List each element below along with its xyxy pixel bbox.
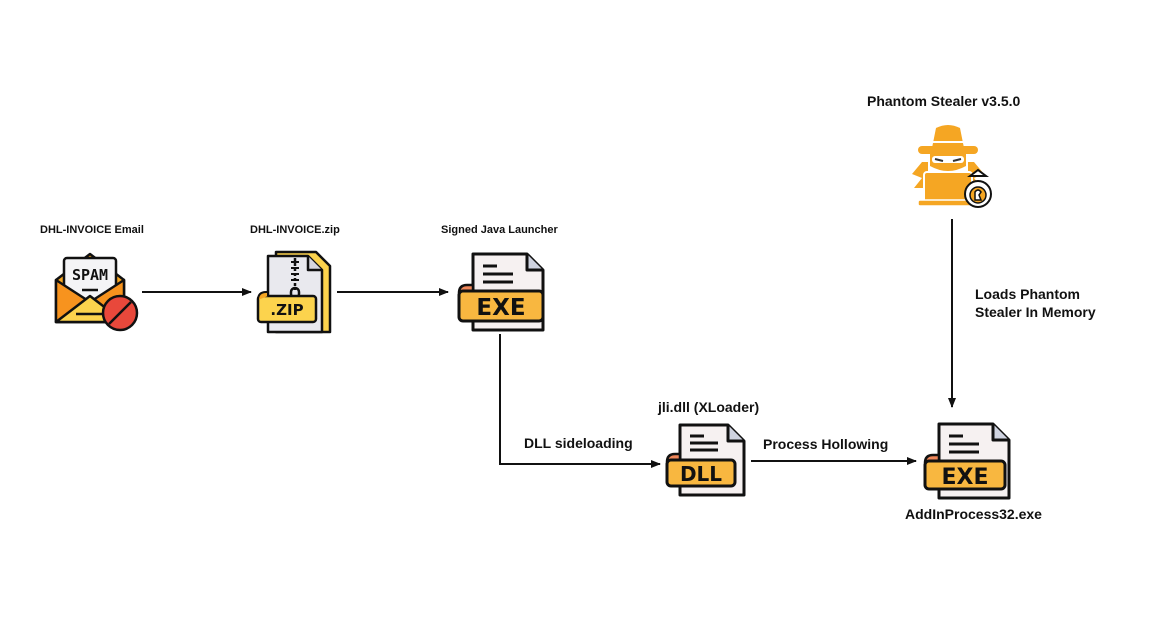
node-label-launcher: Signed Java Launcher [441, 224, 558, 236]
zip-file-icon: .ZIP [256, 250, 332, 334]
edge-launcher-to-dll [499, 334, 661, 468]
node-label-zip: DHL-INVOICE.zip [250, 224, 340, 236]
dll-file-icon: DLL [665, 423, 746, 497]
edge-label-loads-stealer: Loads Phantom Stealer In Memory [975, 285, 1096, 321]
edge-label-process-hollowing: Process Hollowing [763, 436, 889, 452]
node-label-dll: jli.dll (XLoader) [658, 399, 760, 415]
node-label-target: AddInProcess32.exe [905, 506, 1042, 522]
hacker-icon [912, 125, 992, 208]
exe-file-icon: EXE [923, 422, 1011, 500]
node-label-email: DHL-INVOICE Email [40, 224, 144, 236]
node-label-stealer: Phantom Stealer v3.5.0 [867, 93, 1021, 109]
dll-badge-text: DLL [680, 462, 722, 486]
spam-email-icon: SPAM [54, 252, 139, 332]
edge-label-dll-sideloading: DLL sideloading [524, 435, 633, 451]
edge-label-loads-stealer-line1: Loads Phantom [975, 286, 1081, 302]
target-badge-text: EXE [941, 465, 988, 490]
zip-badge-text: .ZIP [270, 301, 303, 319]
spam-text: SPAM [72, 266, 108, 284]
exe-file-icon: EXE [457, 252, 545, 332]
launcher-badge-text: EXE [476, 295, 525, 321]
edge-label-loads-stealer-line2: Stealer In Memory [975, 304, 1096, 320]
